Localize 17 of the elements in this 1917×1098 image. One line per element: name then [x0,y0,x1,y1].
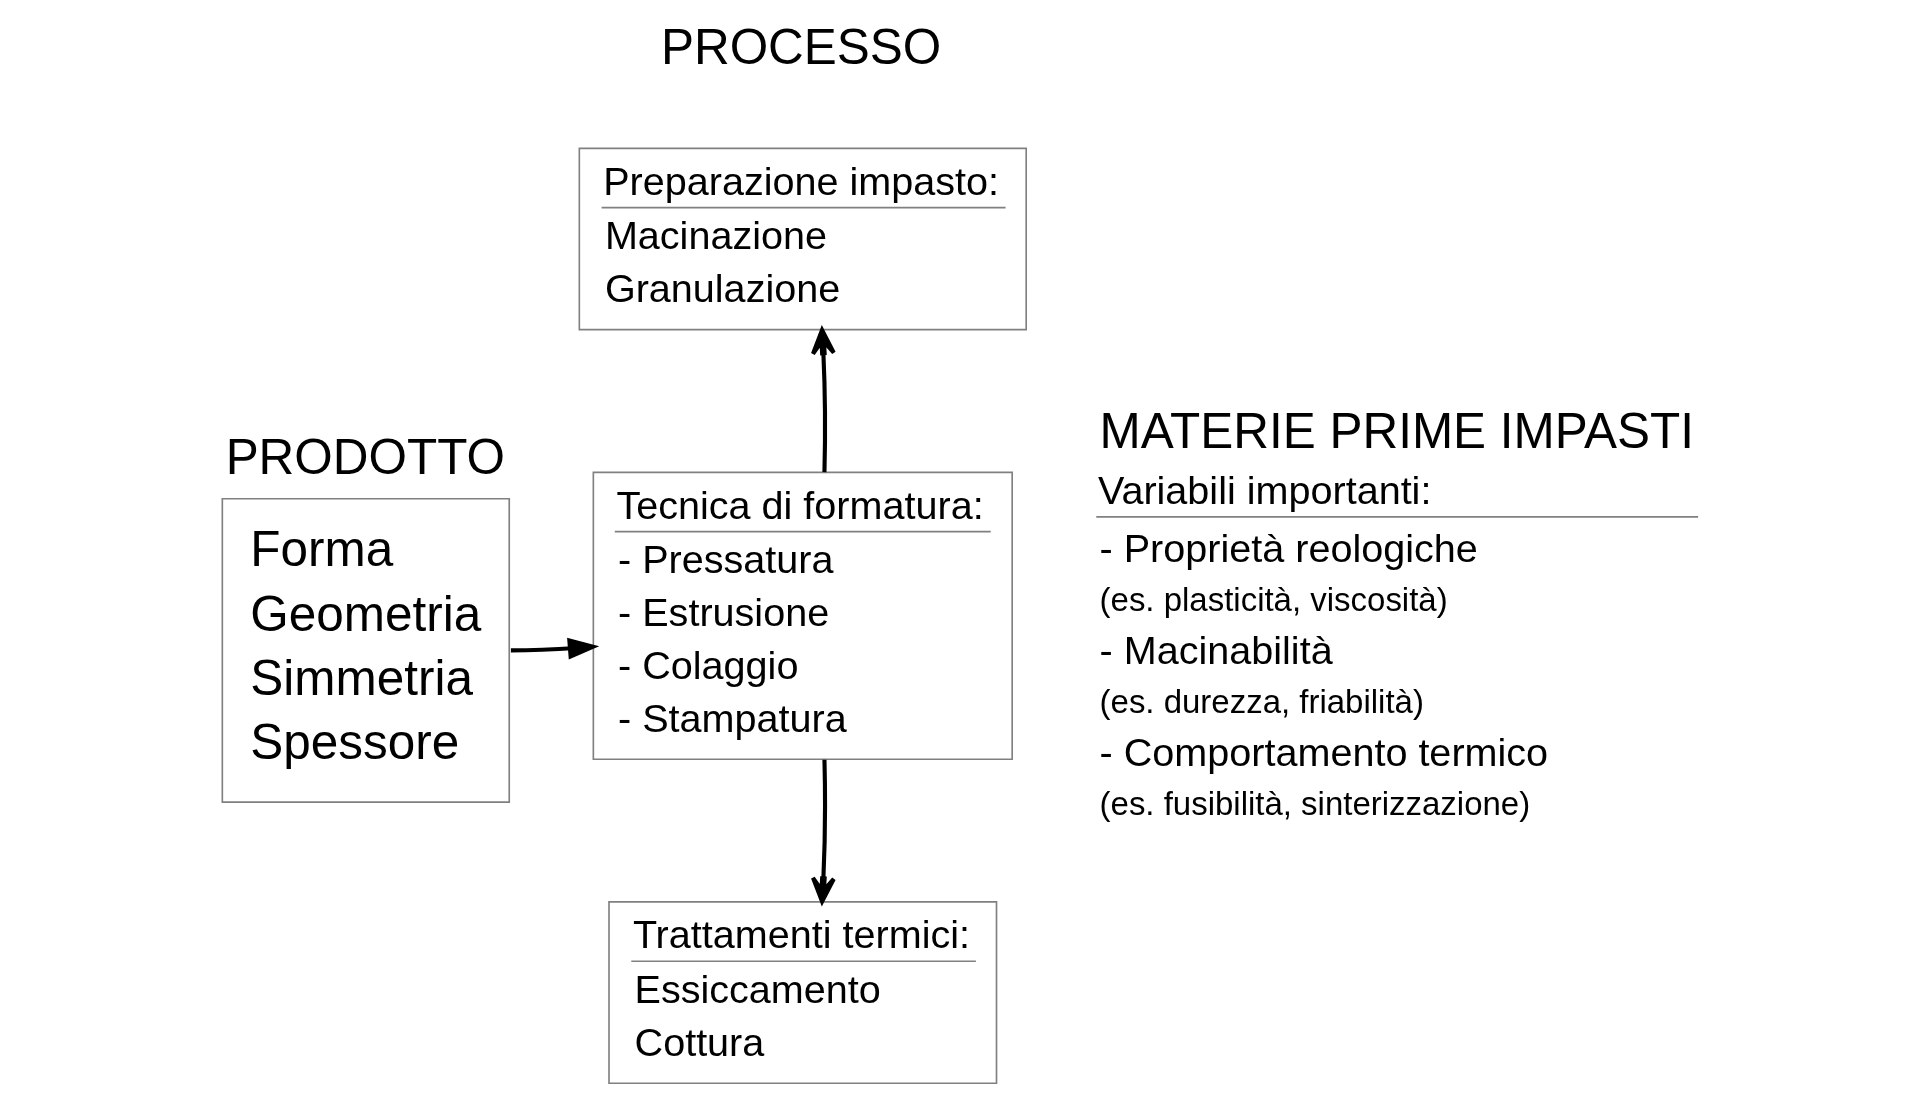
arrow [510,637,599,660]
arrow [810,759,836,904]
arrow [810,328,836,473]
label: (es. fusibilità, sinterizzazione) [1099,785,1530,823]
node-box: Preparazione impasto: Macinazione Granulazione [578,147,1027,331]
label: - Macinabilità [1099,627,1333,672]
node-box: Trattamenti termici: Essiccamento Cottura [607,901,997,1085]
node-label: PRODOTTO [225,428,505,484]
label: - Proprietà reologiche [1099,525,1478,570]
node-box: Forma Geometria Simmetria Spessore [221,497,510,803]
label: MATERIE PRIME IMPASTI [1099,402,1694,458]
node-box: Tecnica di formatura: - Pressatura - Estrusione - Colaggio - Stampatura [592,471,1013,761]
label: (es. plasticità, viscosità) [1099,580,1448,618]
label: Variabili importanti: [1097,467,1431,512]
label: (es. durezza, friabilità) [1099,683,1424,721]
label: - Comportamento termico [1099,730,1548,775]
label: PROCESSO [660,19,941,75]
